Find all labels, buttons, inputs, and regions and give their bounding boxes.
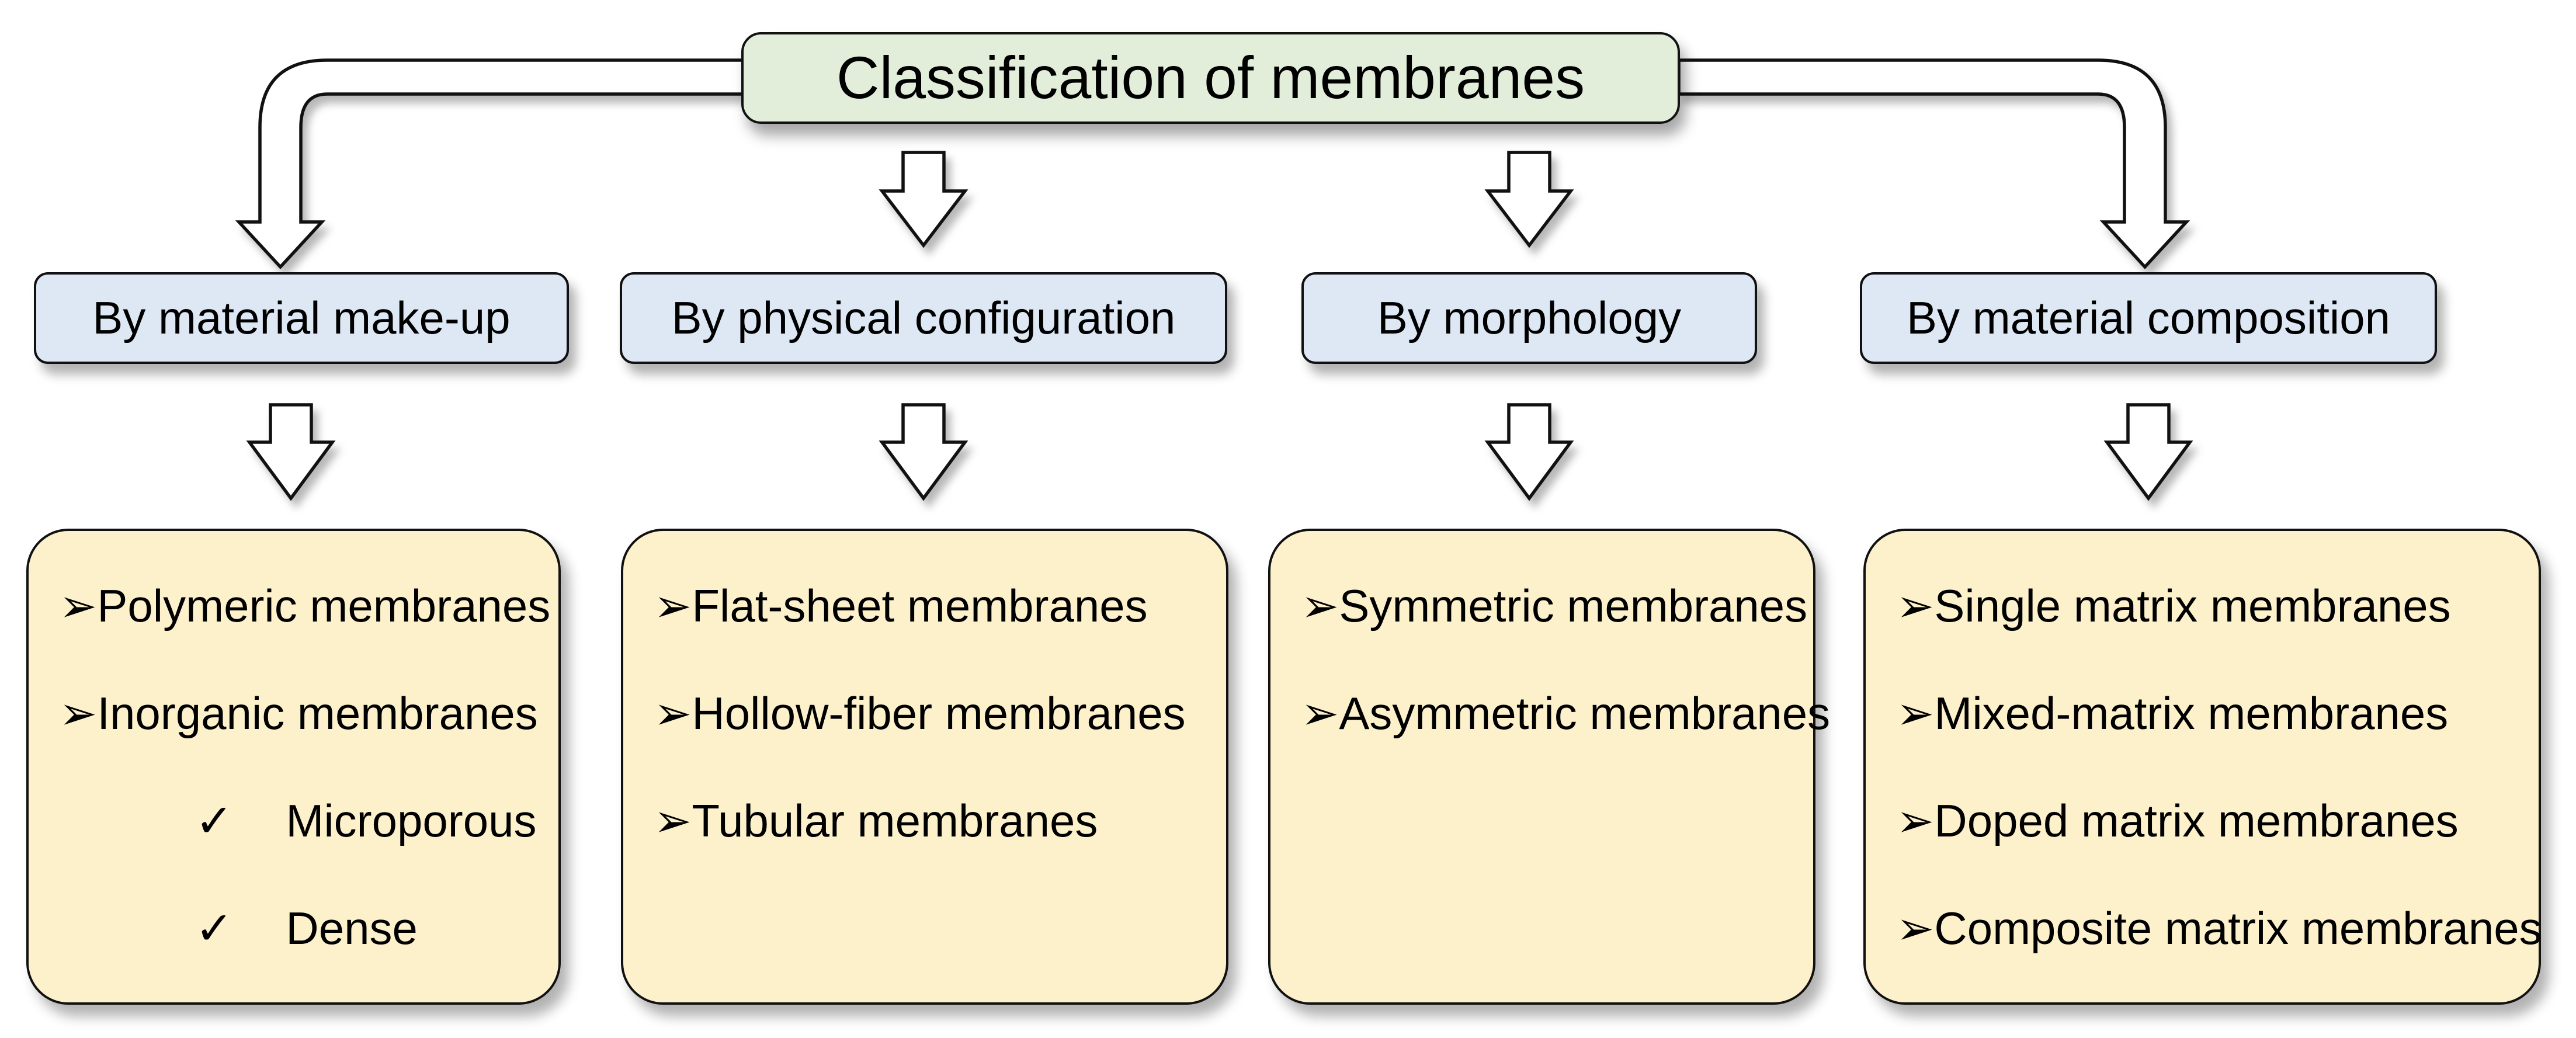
list-item: ✓ Microporous (59, 794, 547, 848)
detail-box-material-composition: ➢Single matrix membranes ➢Mixed-matrix m… (1863, 529, 2542, 1005)
elbow-arrow-left-icon (235, 58, 745, 270)
down-arrow-icon (2103, 403, 2193, 501)
down-arrow-icon (1484, 151, 1574, 248)
list-item-text: Mixed-matrix membranes (1934, 688, 2449, 739)
category-box-morphology: By morphology (1301, 272, 1757, 364)
list-item: ➢Hollow-fiber membranes (654, 686, 1214, 740)
arrowhead-bullet-icon: ➢ (1301, 688, 1339, 739)
elbow-arrow-right-icon (1677, 58, 2190, 270)
category-label: By morphology (1377, 292, 1682, 343)
list-item-text: Single matrix membranes (1934, 580, 2451, 631)
list-item: ➢Polymeric membranes (59, 579, 551, 633)
category-box-material-make-up: By material make-up (34, 272, 569, 364)
down-arrow-icon (879, 151, 968, 248)
arrowhead-bullet-icon: ➢ (654, 580, 692, 631)
list-item-text: Microporous (286, 795, 537, 846)
down-arrow-icon (1484, 403, 1574, 501)
arrowhead-bullet-icon: ➢ (1896, 795, 1935, 846)
list-item-text: Dense (286, 902, 418, 954)
arrowhead-bullet-icon: ➢ (1301, 580, 1339, 631)
page-title: Classification of membranes (836, 44, 1585, 111)
detail-box-physical-configuration: ➢Flat-sheet membranes ➢Hollow-fiber memb… (621, 529, 1228, 1005)
check-bullet-icon: ✓ (195, 795, 234, 846)
list-item-text: Symmetric membranes (1339, 580, 1808, 631)
list-item-text: Composite matrix membranes (1934, 902, 2542, 954)
arrowhead-bullet-icon: ➢ (59, 688, 98, 739)
list-item: ➢Doped matrix membranes (1896, 794, 2527, 848)
list-item: ✓ Dense (59, 901, 547, 955)
arrowhead-bullet-icon: ➢ (654, 795, 692, 846)
list-item-text: Tubular membranes (692, 795, 1098, 846)
down-arrow-icon (246, 403, 336, 501)
check-bullet-icon: ✓ (195, 902, 234, 954)
list-item: ➢Mixed-matrix membranes (1896, 686, 2527, 740)
category-box-physical-configuration: By physical configuration (620, 272, 1227, 364)
category-label: By physical configuration (671, 292, 1176, 343)
arrowhead-bullet-icon: ➢ (59, 580, 98, 631)
arrowhead-bullet-icon: ➢ (1896, 580, 1935, 631)
category-label: By material make-up (92, 292, 511, 343)
list-item: ➢Symmetric membranes (1301, 579, 1807, 633)
arrowhead-bullet-icon: ➢ (1896, 688, 1935, 739)
category-box-material-composition: By material composition (1860, 272, 2437, 364)
list-item: ➢Single matrix membranes (1896, 579, 2527, 633)
list-item-text: Flat-sheet membranes (692, 580, 1148, 631)
list-item-text: Hollow-fiber membranes (692, 688, 1186, 739)
list-item: ➢Composite matrix membranes (1896, 901, 2542, 955)
list-item: ➢Flat-sheet membranes (654, 579, 1214, 633)
arrowhead-bullet-icon: ➢ (654, 688, 692, 739)
detail-box-material-make-up: ➢Polymeric membranes ➢Inorganic membrane… (26, 529, 561, 1005)
category-label: By material composition (1907, 292, 2390, 343)
list-item: ➢Asymmetric membranes (1301, 686, 1830, 740)
down-arrow-icon (879, 403, 968, 501)
list-item-text: Doped matrix membranes (1934, 795, 2459, 846)
detail-box-morphology: ➢Symmetric membranes ➢Asymmetric membran… (1268, 529, 1830, 1005)
arrowhead-bullet-icon: ➢ (1896, 902, 1935, 954)
list-item: ➢Inorganic membranes (59, 686, 547, 740)
title-box: Classification of membranes (741, 32, 1680, 124)
list-item-text: Inorganic membranes (97, 688, 538, 739)
list-item: ➢Tubular membranes (654, 794, 1214, 848)
list-item-text: Polymeric membranes (97, 580, 551, 631)
list-item-text: Asymmetric membranes (1339, 688, 1831, 739)
